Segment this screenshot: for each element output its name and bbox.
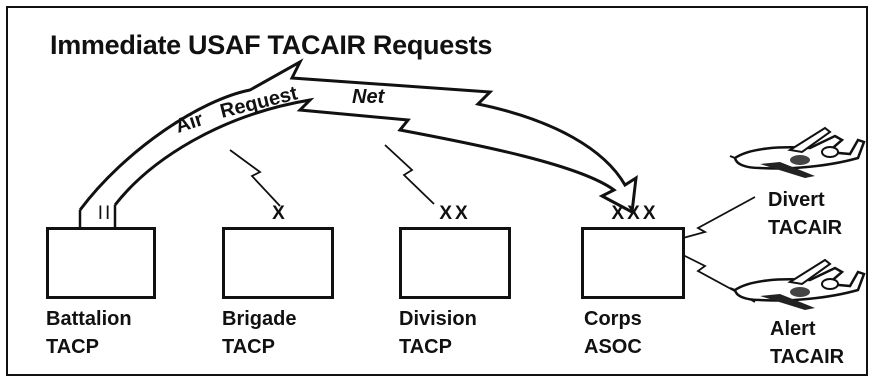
corps-asoc-box [581,227,685,299]
divert-aircraft-icon [729,126,866,178]
division-tacp-box [399,227,511,299]
alert-label-line1: Alert [770,318,816,340]
divert-label-line2: TACAIR [768,217,843,239]
battalion-label-line1: Battalion [46,308,132,330]
diagram-frame [6,6,868,376]
brigade-label-line2: TACP [222,336,275,358]
alert-aircraft-icon [729,258,866,310]
division-label-line2: TACP [399,336,452,358]
division-label-line1: Division [399,308,477,330]
air-request-net-arrow [78,58,638,215]
corps-label-line2: ASOC [584,336,642,358]
net-label-net: Net [352,86,386,108]
division-tacp-label: Division TACP [399,305,477,361]
alert-tacair-label: Alert TACAIR [770,315,844,371]
battalion-label-line2: TACP [46,336,99,358]
battalion-echelon-marker: II [97,203,113,224]
alert-link [682,254,756,303]
divert-tacair-label: Divert TACAIR [768,186,842,242]
divert-link [682,196,756,239]
division-echelon-marker: XX [439,203,471,224]
brigade-label-line1: Brigade [222,308,297,330]
corps-label-line1: Corps [584,308,642,330]
divert-label-line1: Divert [768,189,825,211]
corps-asoc-label: Corps ASOC [584,305,642,361]
brigade-tacp-box [222,227,334,299]
battalion-tacp-label: Battalion TACP [46,305,132,361]
brigade-echelon-marker: X [272,203,288,224]
brigade-tacp-label: Brigade TACP [222,305,296,361]
division-feed-lightning [384,144,435,205]
alert-label-line2: TACAIR [770,346,845,368]
corps-echelon-marker: XXX [611,203,659,224]
diagram-title: Immediate USAF TACAIR Requests [50,30,493,60]
battalion-tacp-box [46,227,156,299]
brigade-feed-lightning [229,149,281,207]
